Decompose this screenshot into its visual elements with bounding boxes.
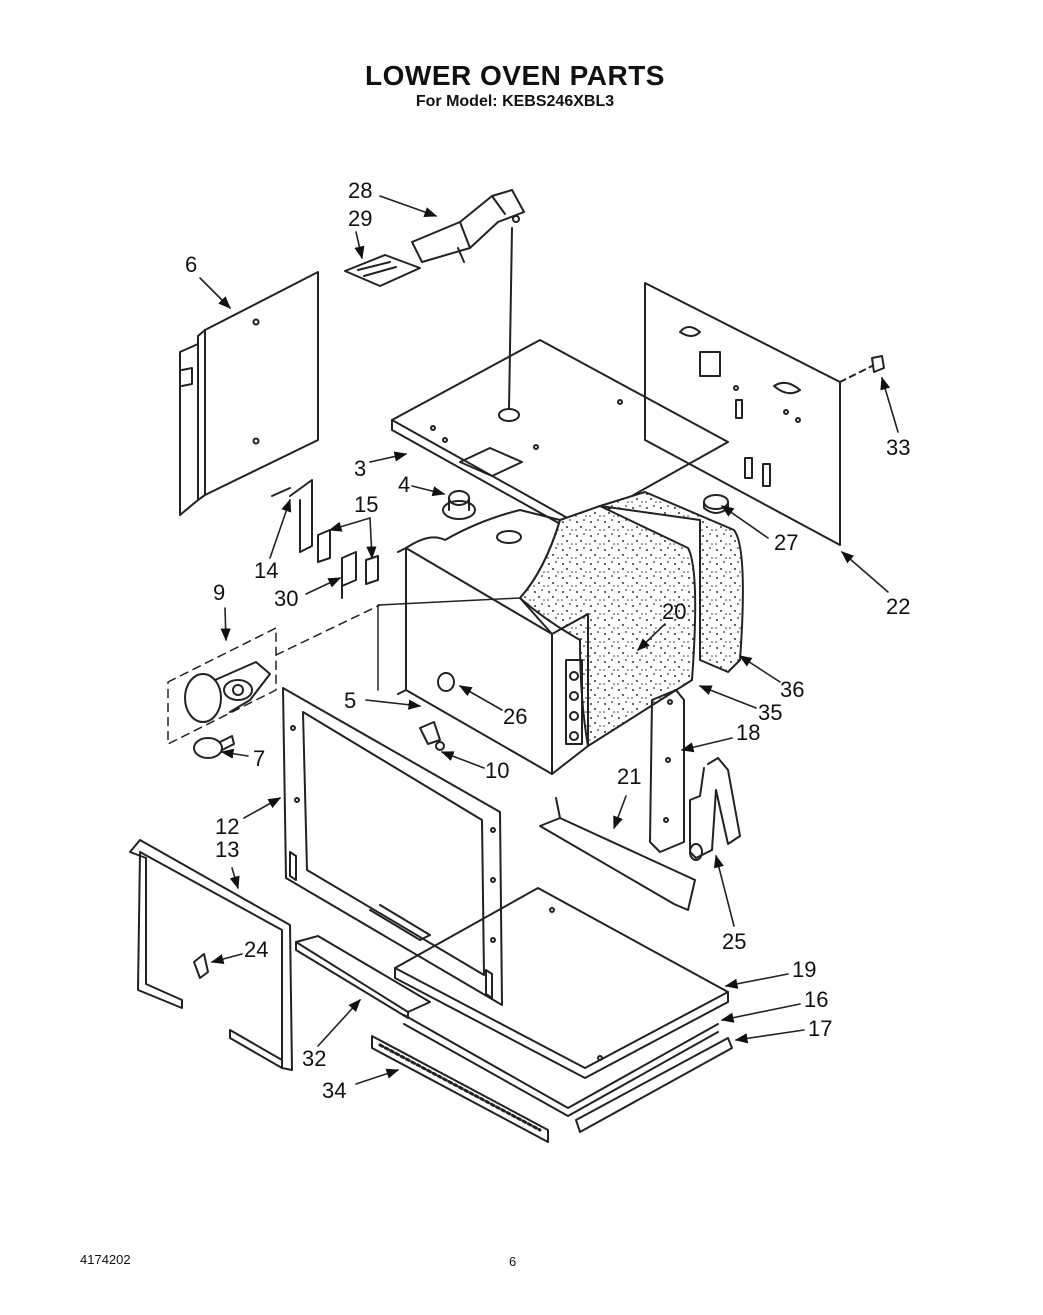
light-assembly-part [167, 604, 381, 745]
model-subtitle: For Model: KEBS246XBL3 [415, 93, 615, 110]
leader-lines [199, 195, 899, 1085]
door-gasket-part [129, 839, 293, 1071]
callout-26: 26 [503, 704, 527, 729]
callout-24: 24 [244, 937, 268, 962]
insulation-part [519, 491, 744, 747]
vent-duct-part [411, 189, 525, 263]
page-number: 6 [509, 1254, 517, 1269]
bottom-plate-part [394, 887, 729, 1079]
callout-17: 17 [808, 1016, 832, 1041]
vent-plate-part [344, 254, 421, 287]
page-title: LOWER OVEN PARTS [365, 60, 665, 91]
callout-3: 3 [354, 456, 366, 481]
callout-15: 15 [354, 492, 378, 517]
callout-12: 12 [215, 814, 239, 839]
callout-32: 32 [302, 1046, 326, 1071]
bulb-part [193, 735, 235, 759]
gasket-clip-part [193, 953, 209, 979]
bottom-plate-lower-part [403, 1014, 719, 1117]
door-frame-part [282, 687, 503, 1006]
callout-22: 22 [886, 594, 910, 619]
bracket-part [271, 479, 313, 553]
door-hinge-part [689, 757, 741, 861]
callout-7: 7 [253, 746, 265, 771]
document-number: 4174202 [80, 1252, 131, 1267]
callout-36: 36 [780, 677, 804, 702]
callout-6: 6 [185, 252, 197, 277]
switch-part [419, 721, 445, 751]
plug-part [703, 494, 729, 514]
callout-25: 25 [722, 929, 746, 954]
bottom-trim-part [575, 1037, 733, 1133]
callout-4: 4 [398, 472, 410, 497]
terminal-block-part [317, 529, 379, 599]
thermostat-part [442, 490, 476, 520]
callout-33: 33 [886, 435, 910, 460]
callout-13: 13 [215, 837, 239, 862]
callout-14: 14 [254, 558, 278, 583]
callout-9: 9 [213, 580, 225, 605]
hinge-channel-part [649, 689, 685, 853]
clip-part [871, 355, 885, 373]
callout-19: 19 [792, 957, 816, 982]
callout-27: 27 [774, 530, 798, 555]
support-rail-part [539, 797, 696, 911]
callout-5: 5 [344, 688, 356, 713]
oven-liner-part [397, 509, 589, 775]
callout-20: 20 [662, 599, 686, 624]
callout-29: 29 [348, 206, 372, 231]
callout-16: 16 [804, 987, 828, 1012]
callout-10: 10 [485, 758, 509, 783]
callout-28: 28 [348, 178, 372, 203]
callout-30: 30 [274, 586, 298, 611]
callout-21: 21 [617, 764, 641, 789]
back-panel-part [644, 282, 841, 546]
callout-34: 34 [322, 1078, 346, 1103]
callout-35: 35 [758, 700, 782, 725]
side-panel-part [179, 271, 319, 516]
heat-shield-part [295, 935, 431, 1019]
vent-grille-part [371, 1035, 549, 1143]
callout-18: 18 [736, 720, 760, 745]
